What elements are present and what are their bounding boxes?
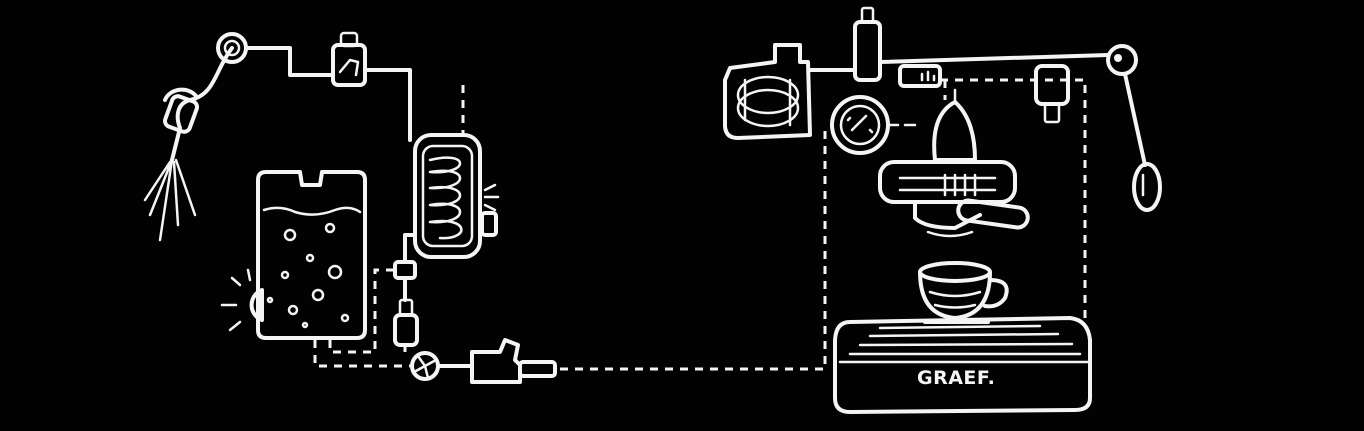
group-head-icon bbox=[878, 88, 1030, 238]
water-pipe-top bbox=[244, 46, 412, 142]
dashed-line-tank bbox=[313, 268, 410, 368]
pipe-boiler-to-valve bbox=[403, 233, 417, 264]
indicator-lamp-icon bbox=[220, 268, 264, 332]
pressure-gauge-right-icon bbox=[830, 95, 917, 155]
steam-lever-icon bbox=[1106, 44, 1162, 212]
bottle-icon bbox=[853, 6, 882, 82]
coffee-cup-icon bbox=[918, 261, 1009, 324]
shower-head-icon bbox=[143, 46, 234, 242]
grinder-icon bbox=[723, 43, 812, 140]
small-valve-icon bbox=[393, 260, 419, 347]
water-tank-icon bbox=[256, 170, 367, 340]
dashed-line-machine bbox=[940, 78, 1087, 320]
brand-logo: GRAEF. bbox=[917, 367, 996, 389]
boiler-icon bbox=[413, 133, 500, 259]
switch-icon bbox=[898, 64, 942, 88]
dashed-line-to-machine bbox=[560, 130, 827, 371]
steam-pipe-top bbox=[808, 53, 1110, 72]
filter-icon bbox=[1034, 64, 1070, 124]
valve-icon bbox=[331, 31, 367, 87]
machine-base-icon bbox=[833, 316, 1092, 414]
pump-icon bbox=[410, 338, 557, 384]
